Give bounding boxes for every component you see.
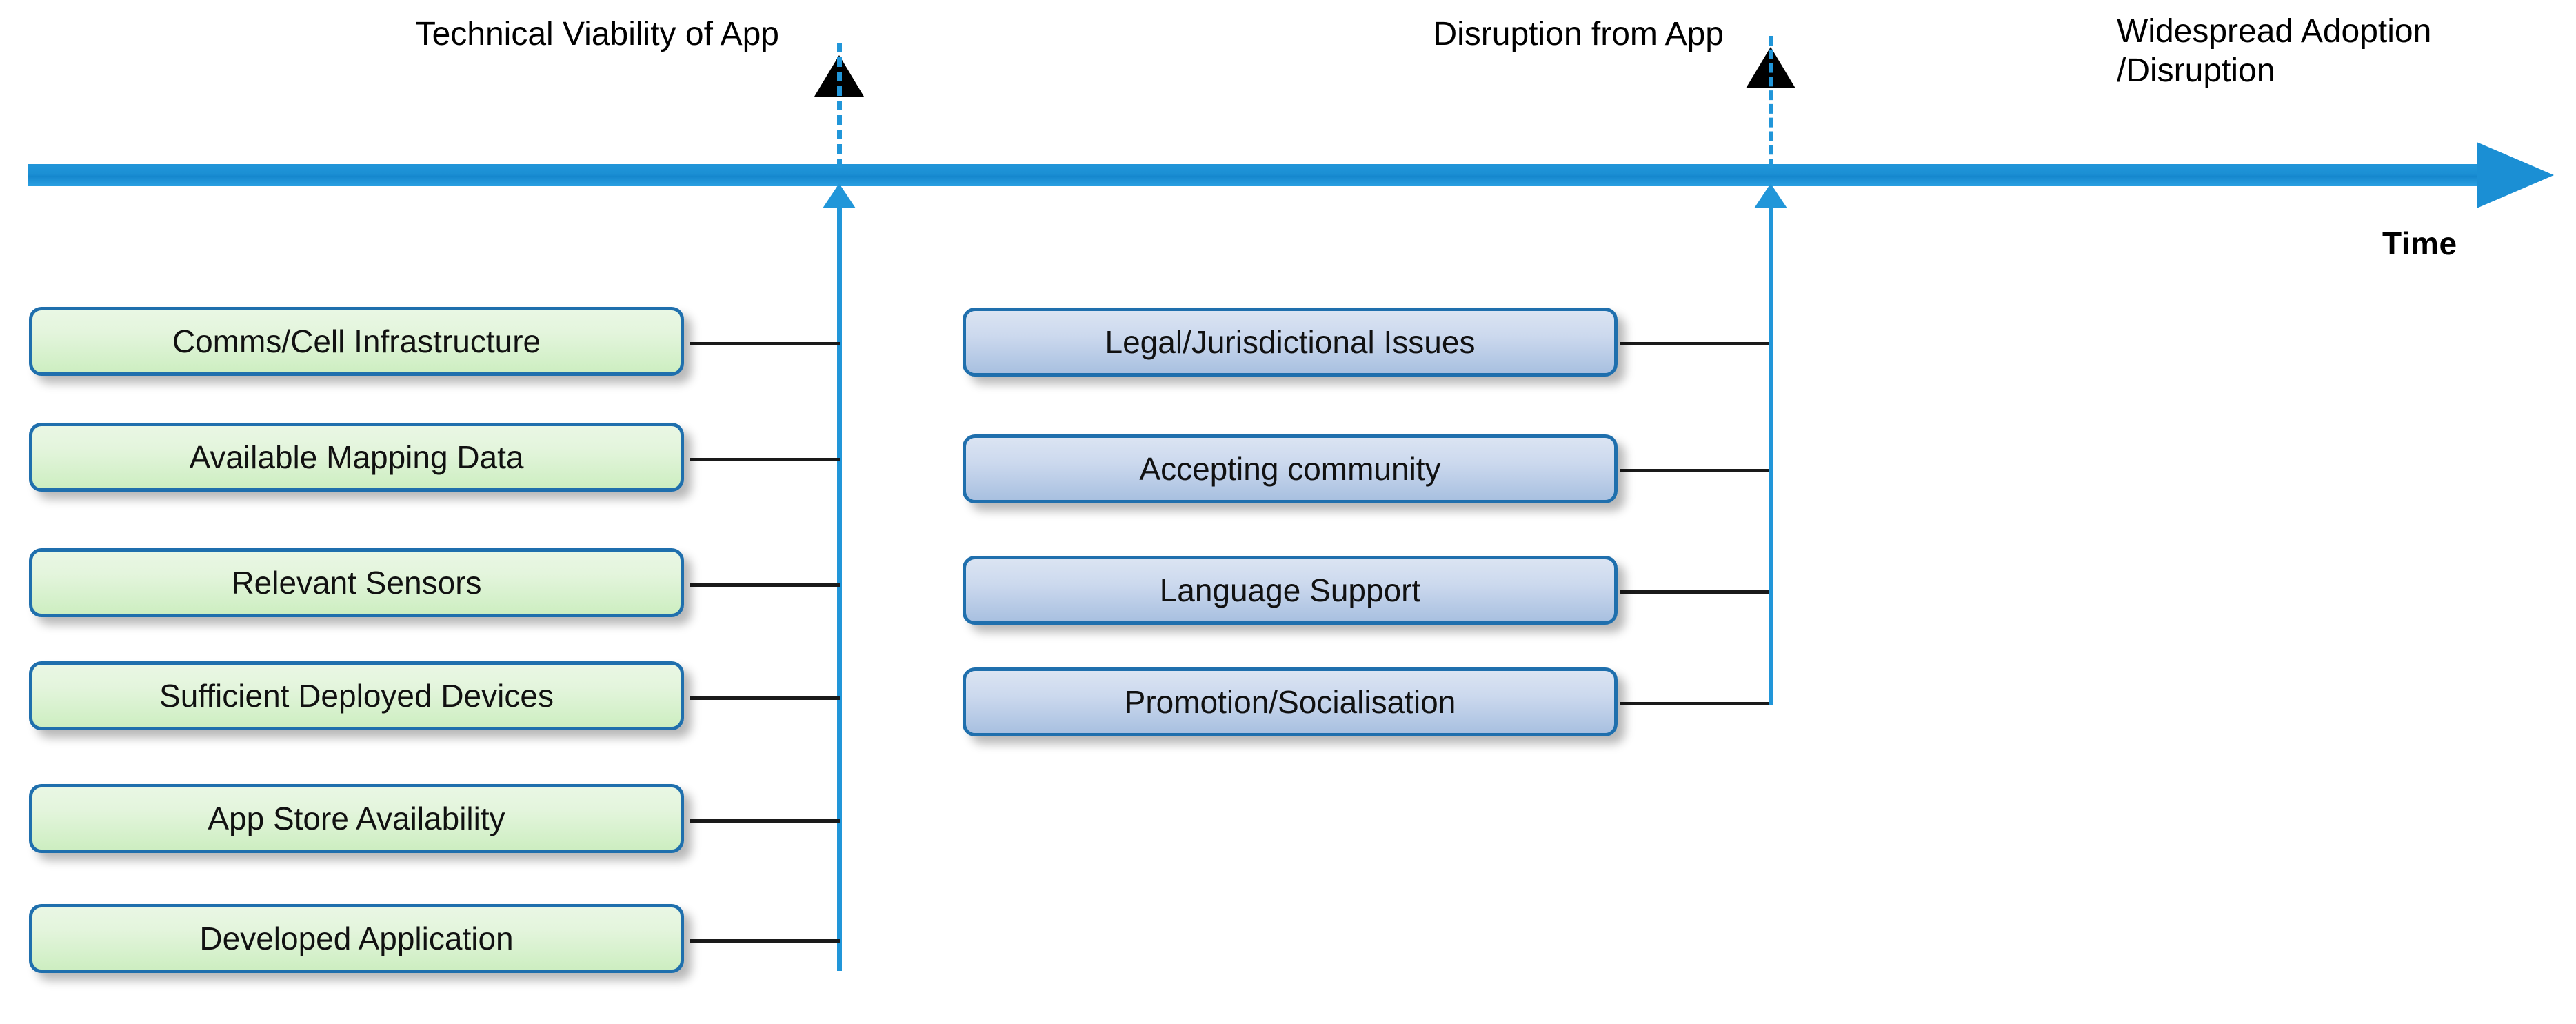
factor-box-label: Available Mapping Data — [189, 439, 524, 475]
connector-line — [1620, 590, 1772, 594]
factor-box-label: Promotion/Socialisation — [1124, 684, 1456, 720]
factor-box-label: Language Support — [1159, 572, 1421, 608]
factor-box-label: Relevant Sensors — [231, 565, 482, 601]
factor-box-label: Comms/Cell Infrastructure — [172, 323, 541, 359]
factor-box-disruption-3[interactable]: Language Support — [963, 556, 1618, 625]
milestone-dashed-line-1 — [837, 43, 842, 168]
timeline-axis-bar — [28, 164, 2496, 186]
axis-label-time: Time — [2382, 225, 2457, 261]
factor-box-technical-4[interactable]: Sufficient Deployed Devices — [29, 661, 684, 730]
connector-line — [1620, 342, 1772, 345]
factor-box-technical-1[interactable]: Comms/Cell Infrastructure — [29, 307, 684, 376]
factor-box-label: Legal/Jurisdictional Issues — [1105, 324, 1476, 360]
factor-box-label: Sufficient Deployed Devices — [159, 678, 554, 714]
connector-line — [690, 342, 840, 345]
factor-box-disruption-1[interactable]: Legal/Jurisdictional Issues — [963, 308, 1618, 377]
connector-line — [1620, 469, 1772, 472]
factor-box-technical-5[interactable]: App Store Availability — [29, 784, 684, 853]
connector-line — [690, 458, 840, 461]
factor-box-label: App Store Availability — [208, 801, 505, 836]
connector-line — [690, 583, 840, 587]
connector-line — [690, 819, 840, 823]
phase-outcome-label: Widespread Adoption /Disruption — [2117, 13, 2432, 89]
milestone-stem-line-1 — [837, 204, 842, 971]
connector-line — [690, 939, 840, 943]
factor-box-disruption-4[interactable]: Promotion/Socialisation — [963, 667, 1618, 736]
connector-line — [1620, 702, 1772, 705]
factor-box-label: Accepting community — [1139, 451, 1441, 487]
blue-group-rail — [1769, 204, 1773, 705]
milestone-label-1: Technical Viability of App — [415, 16, 779, 52]
factor-box-technical-6[interactable]: Developed Application — [29, 904, 684, 973]
factor-box-label: Developed Application — [199, 921, 514, 956]
factor-box-technical-3[interactable]: Relevant Sensors — [29, 548, 684, 617]
timeline-arrowhead-icon — [2477, 142, 2554, 208]
connector-line — [690, 696, 840, 700]
factor-box-technical-2[interactable]: Available Mapping Data — [29, 423, 684, 492]
factor-box-disruption-2[interactable]: Accepting community — [963, 434, 1618, 503]
milestone-label-2: Disruption from App — [1433, 16, 1724, 52]
milestone-dashed-line-2 — [1769, 36, 1773, 168]
